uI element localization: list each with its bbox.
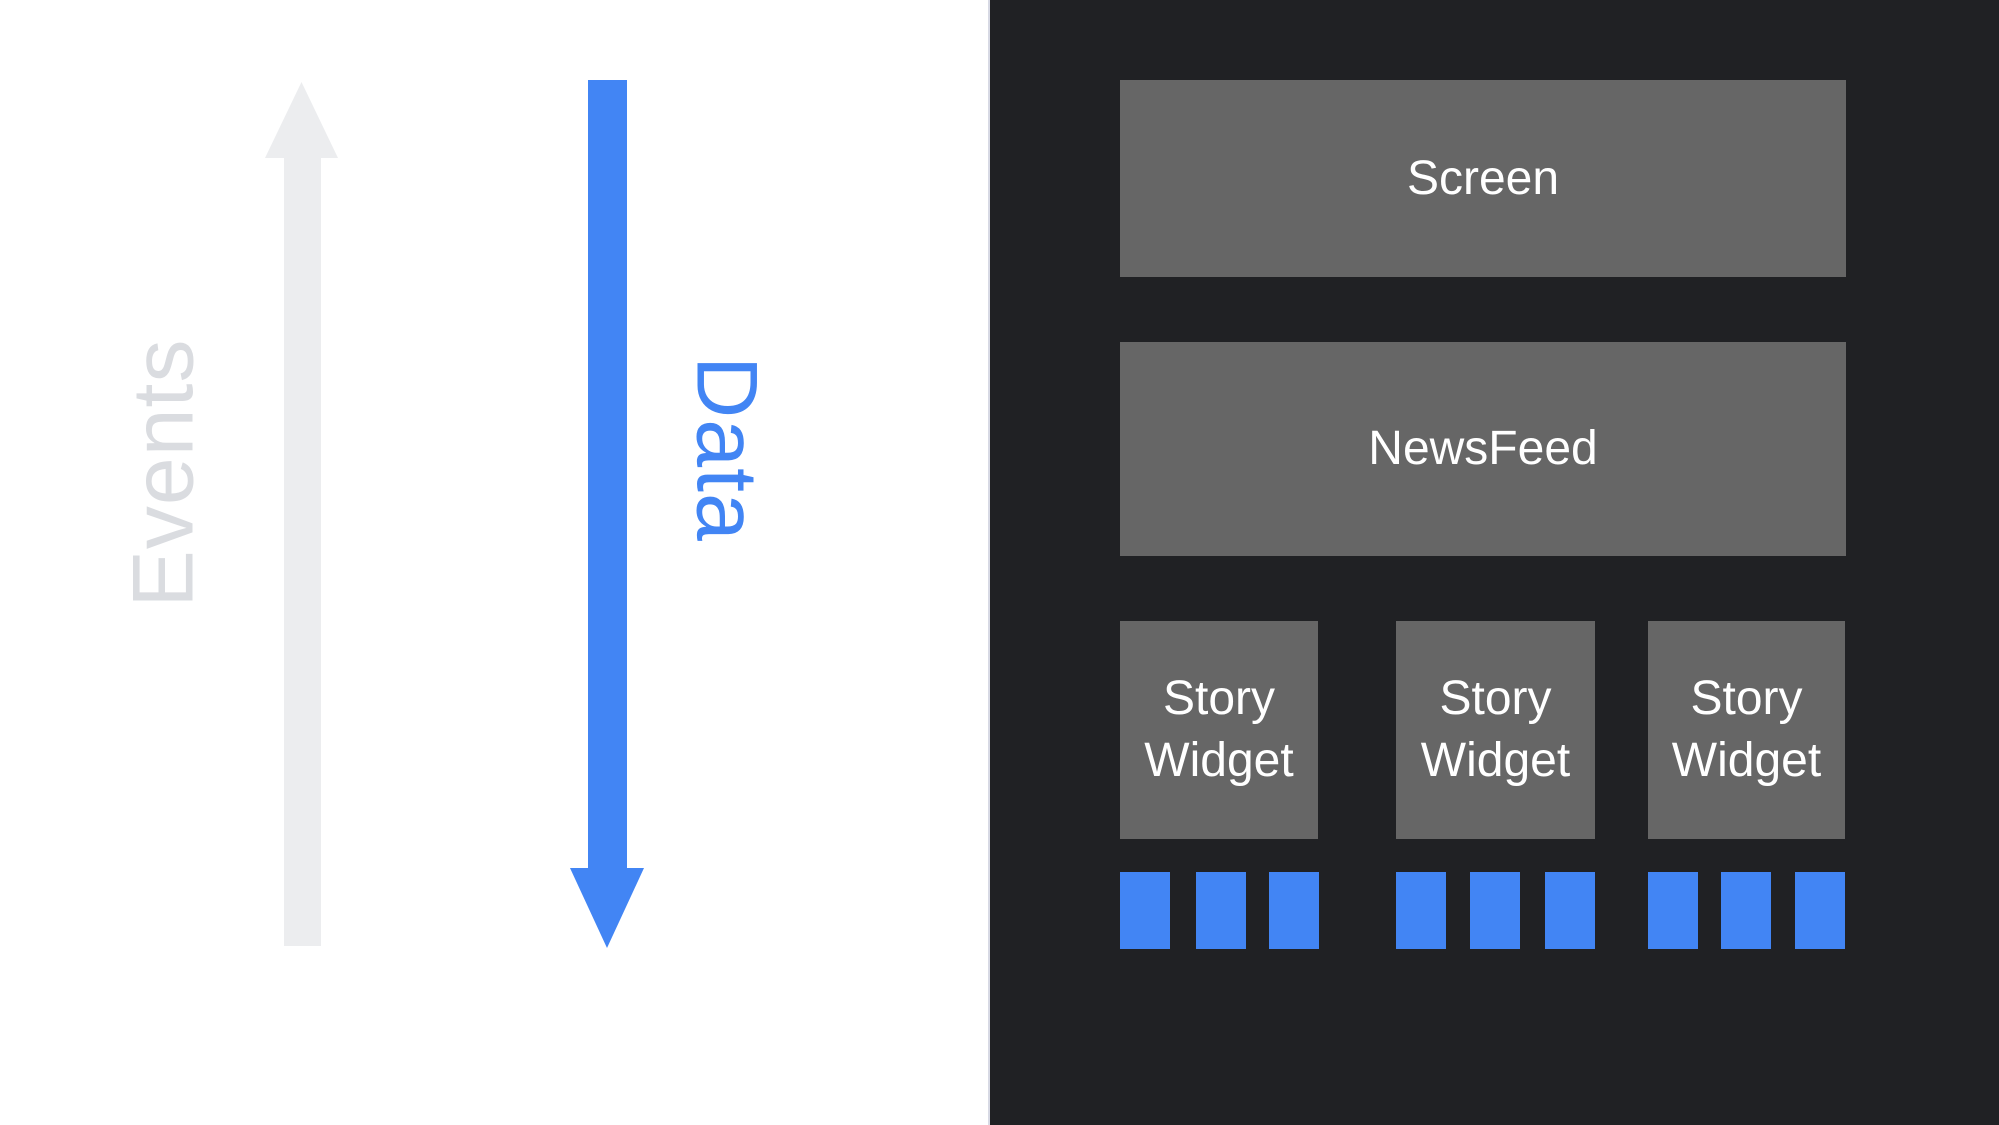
story-widget-box: Story Widget [1648, 621, 1845, 839]
story-square [1269, 872, 1319, 949]
story-widget-box: Story Widget [1396, 621, 1595, 839]
story-square [1648, 872, 1698, 949]
story-widget-box: Story Widget [1120, 621, 1318, 839]
story-square [1795, 872, 1845, 949]
story-square [1721, 872, 1771, 949]
story-widget-label: Story Widget [1671, 672, 1822, 787]
story-square [1196, 872, 1246, 949]
newsfeed-box-label: NewsFeed [1368, 422, 1598, 475]
story-widget-label: Story Widget [1420, 672, 1571, 787]
widget-tree-panel: Screen NewsFeed Story Widget Story Widge… [990, 0, 1999, 1125]
up-arrow-shaft [284, 157, 321, 946]
up-arrowhead-icon [265, 82, 338, 158]
down-arrow-shaft [588, 80, 627, 868]
story-square [1396, 872, 1446, 949]
down-arrowhead-icon [570, 868, 644, 948]
data-label: Data [678, 356, 775, 542]
story-square [1470, 872, 1520, 949]
screen-box: Screen [1120, 80, 1846, 277]
screen-box-label: Screen [1406, 151, 1560, 205]
story-square [1545, 872, 1595, 949]
events-label: Events [115, 338, 212, 608]
newsfeed-box: NewsFeed [1120, 342, 1846, 556]
story-widget-label: Story Widget [1144, 672, 1294, 787]
flow-panel: Events Data [0, 0, 990, 1125]
story-square [1120, 872, 1170, 949]
